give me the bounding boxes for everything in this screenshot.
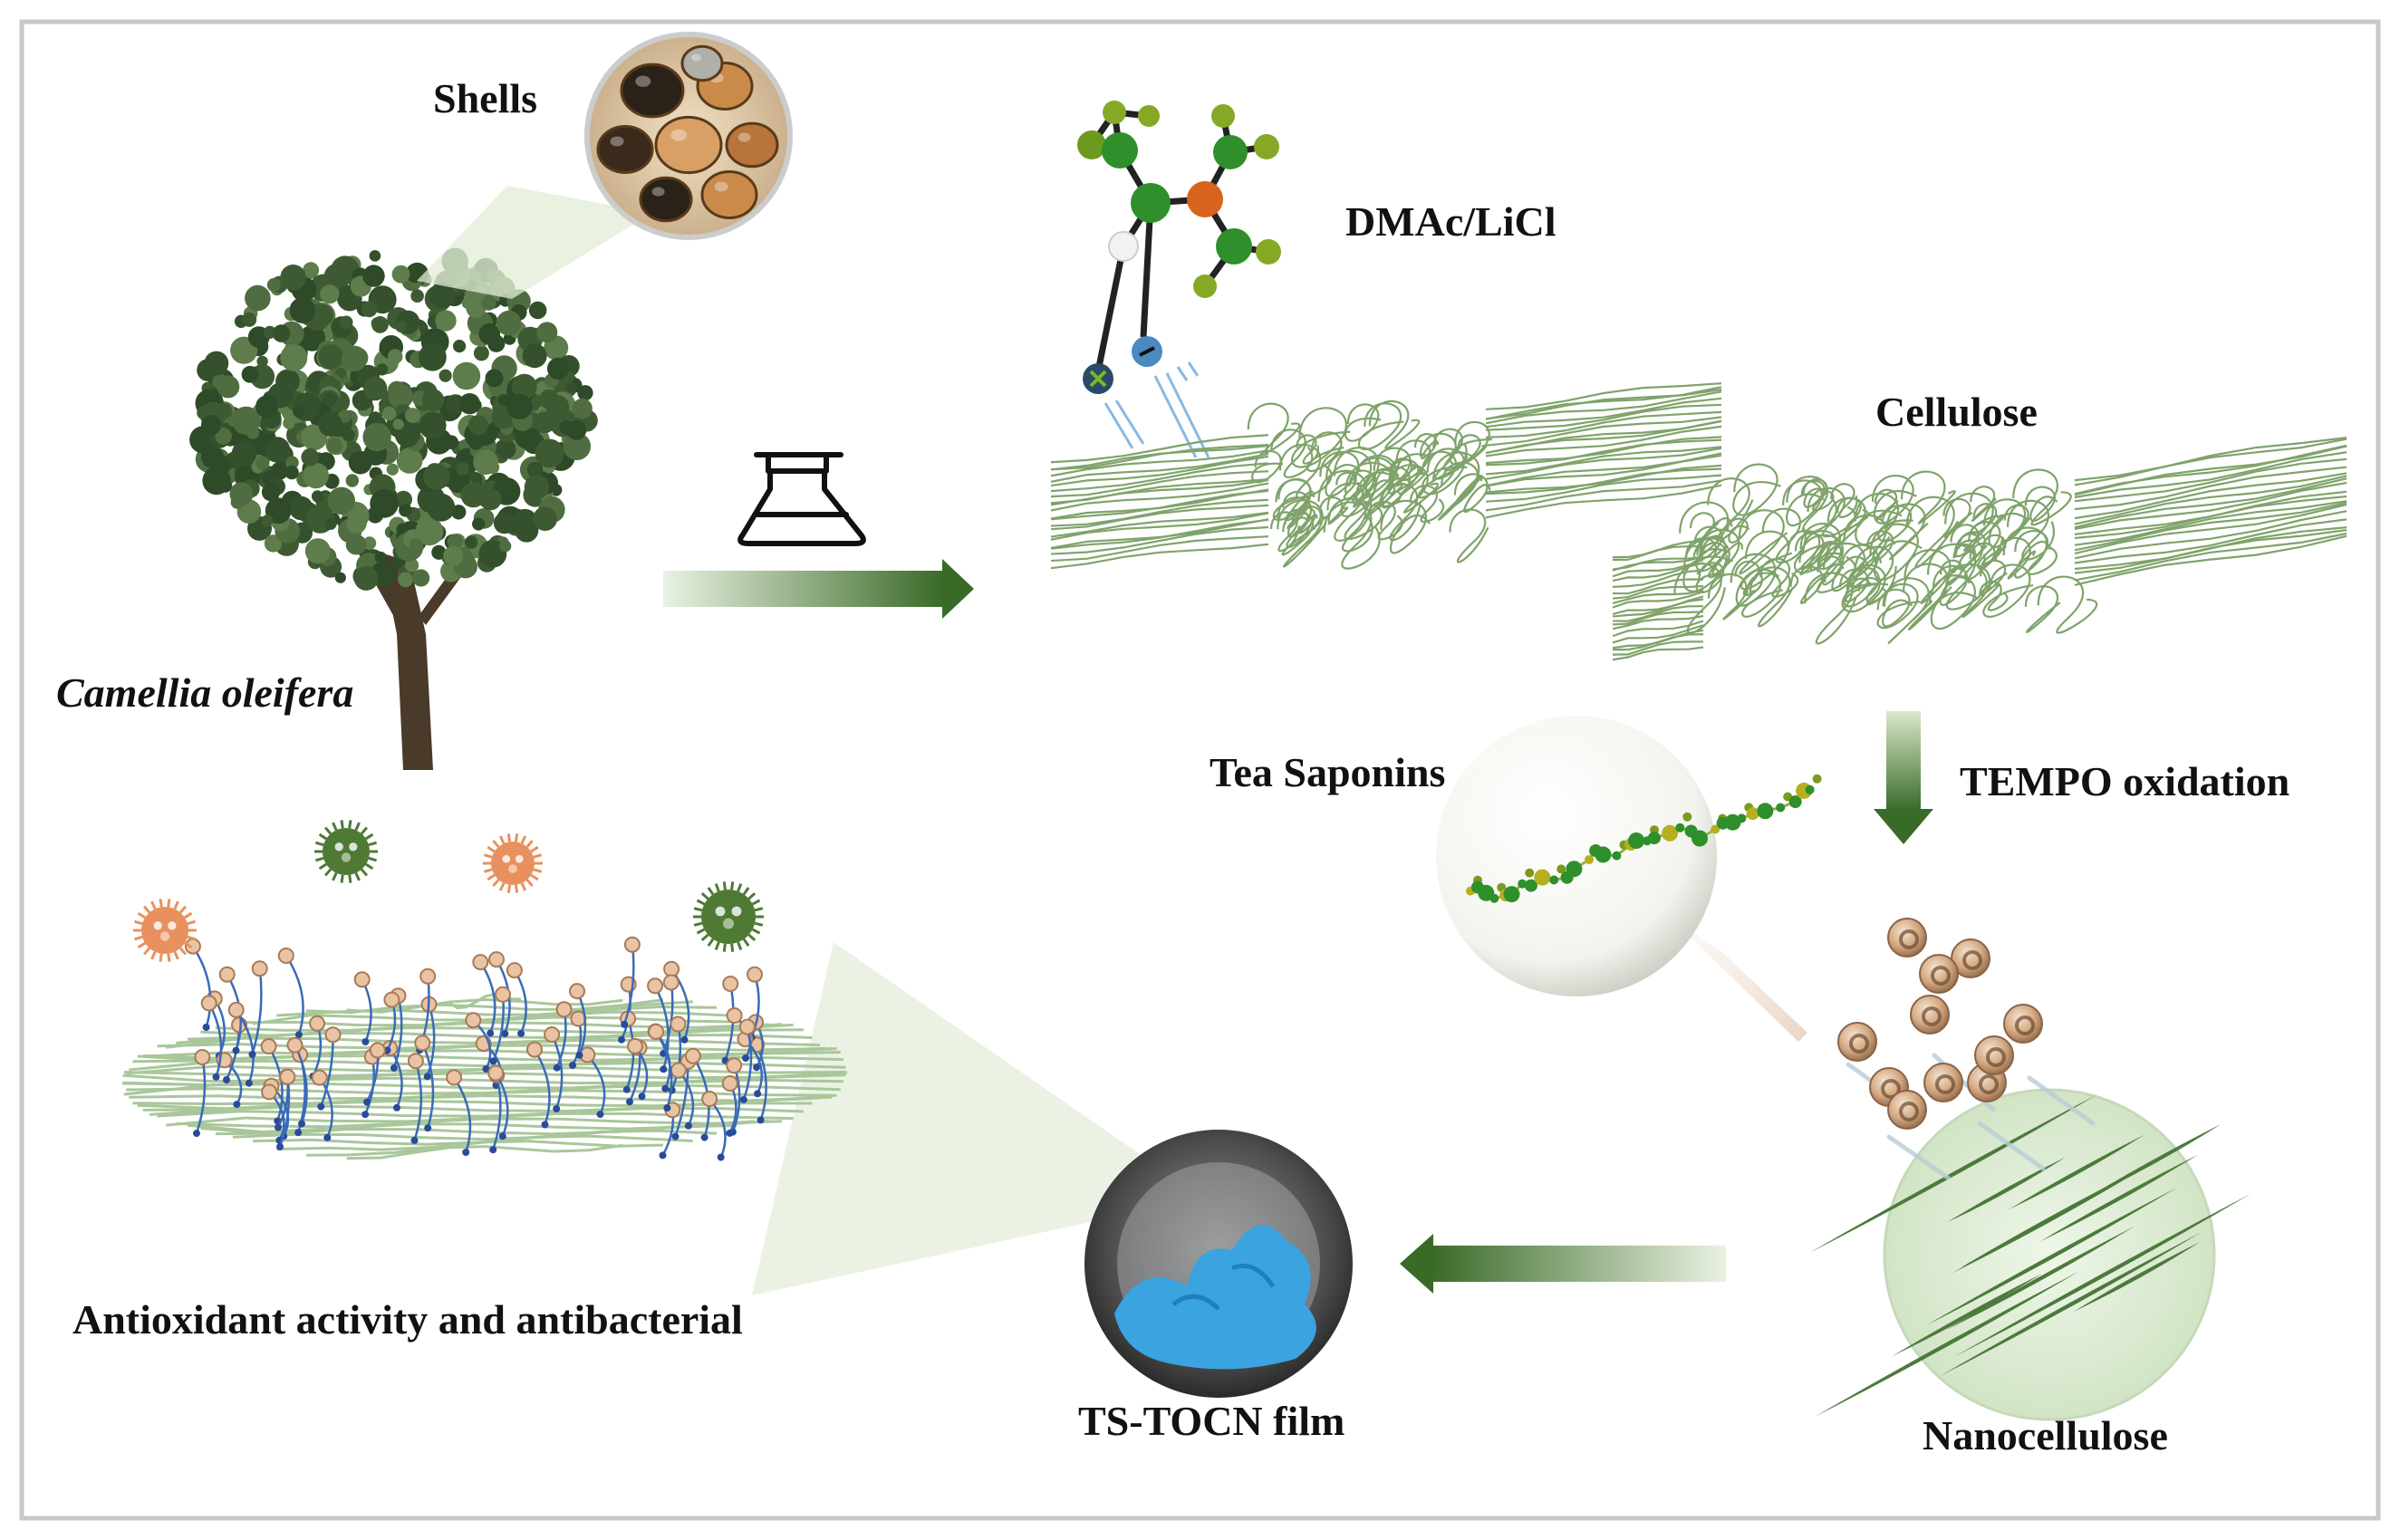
cellulose-fibers-regenerated [1612,437,2347,661]
cellulose-fibers-dissolving [1050,382,1722,570]
label-activity: Antioxidant activity and antibacterial [72,1296,743,1343]
tree-image [189,247,598,770]
film-beam [752,942,1187,1295]
shells-inset [584,32,793,240]
label-solvent: DMAc/LiCl [1345,198,1557,245]
saponin-beam [1667,915,1807,1042]
molecule-icon [1077,101,1281,458]
label-tea-saponins: Tea Saponins [1210,749,1446,795]
label-tempo: TEMPO oxidation [1960,758,2290,804]
particle-trails [1846,1053,2096,1180]
nanocellulose-disk [1809,1088,2251,1421]
arrow-tempo [1874,711,1933,844]
saponin-particles [1837,918,2043,1130]
antibacterial-film [121,936,848,1161]
label-nanocellulose: Nanocellulose [1923,1412,2168,1458]
arrow-film-casting [1400,1234,1726,1294]
label-shells: Shells [433,75,538,121]
arrow-dissolution [663,559,974,619]
label-cellulose: Cellulose [1875,389,2038,435]
flask-icon [737,452,866,546]
glove-film-image [1084,1130,1353,1398]
shells-beam [417,186,652,299]
tea-saponins-inset [1436,716,1822,996]
figure-frame [19,19,2381,1521]
label-film: TS-TOCN film [1078,1398,1345,1444]
label-species: Camellia oleifera [56,669,354,716]
microbe-icon [132,820,764,962]
